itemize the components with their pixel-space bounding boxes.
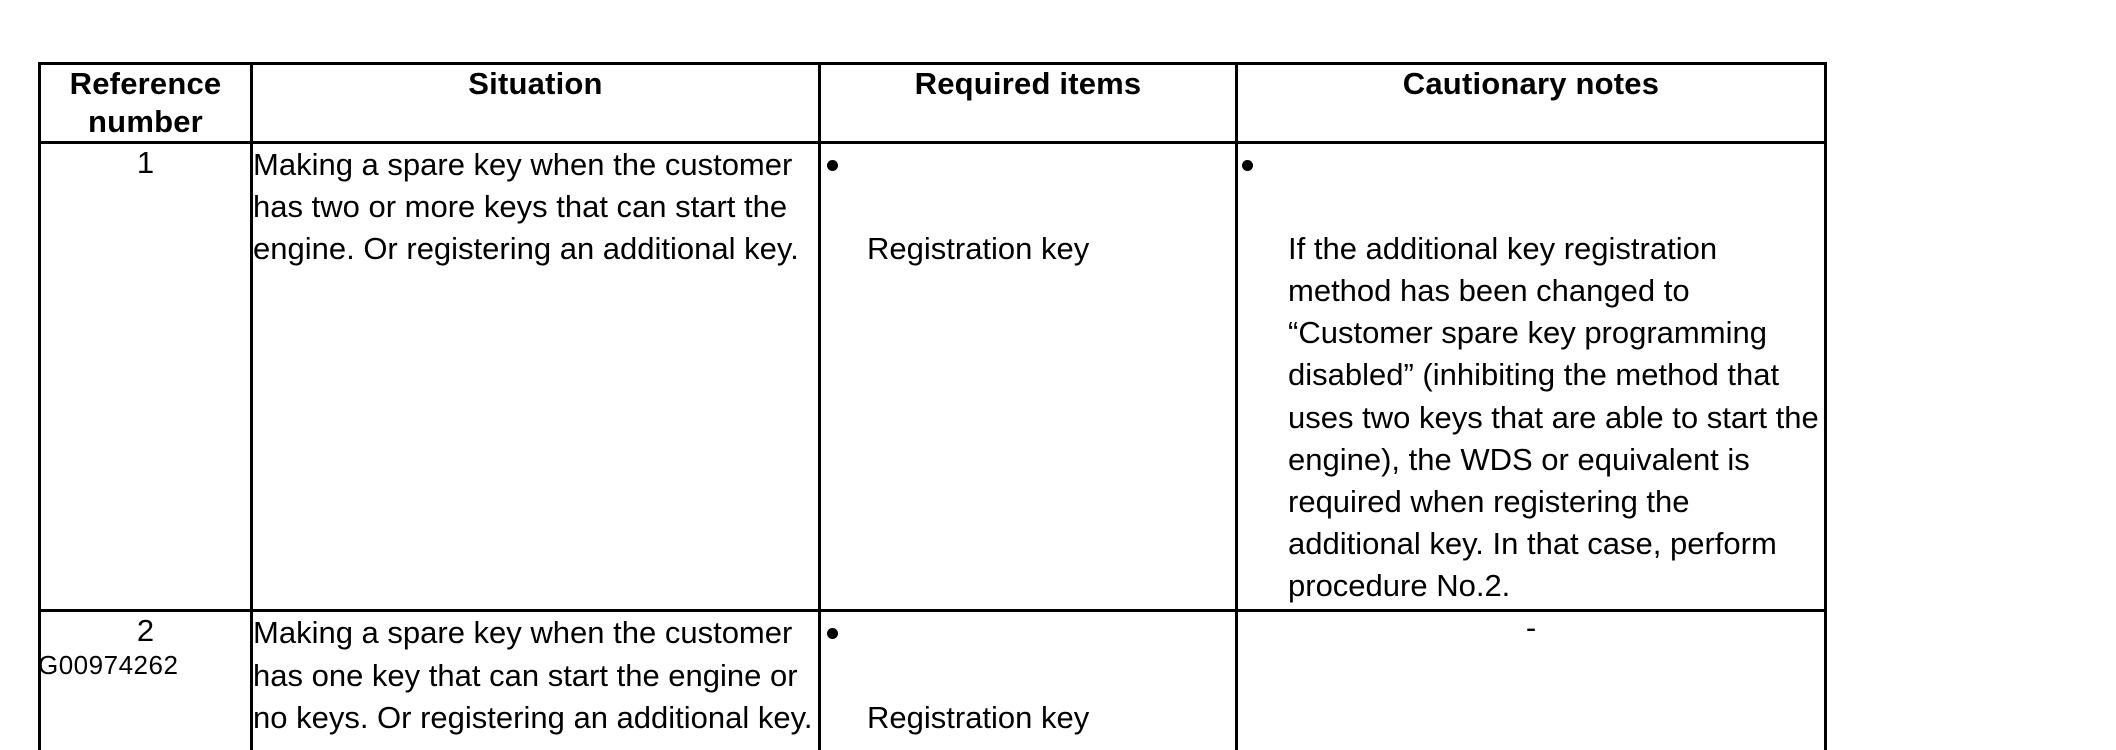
- list-item: WDS or equivalent: [821, 741, 1235, 750]
- situation-text: Making a spare key when the customer has…: [253, 146, 799, 266]
- cell-cautionary-notes: -: [1235, 609, 1827, 750]
- table-header: Reference number Situation Required item…: [38, 62, 1827, 144]
- empty-value-dash: -: [1525, 610, 1537, 646]
- bullet-icon: [827, 628, 838, 640]
- required-items-list: Registration key WDS or equivalent: [821, 612, 1235, 750]
- cell-required-items: Registration key: [818, 140, 1238, 613]
- bullet-icon: [1242, 159, 1253, 171]
- table-header-row: Reference number Situation Required item…: [38, 62, 1827, 144]
- required-items-list: Registration key: [821, 144, 1235, 270]
- list-item: Registration key: [821, 144, 1235, 270]
- list-item: Registration key: [821, 612, 1235, 738]
- cell-reference-number: 1: [38, 140, 253, 613]
- cell-required-items: Registration key WDS or equivalent: [818, 609, 1238, 750]
- cell-situation: Making a spare key when the customer has…: [250, 140, 821, 613]
- cautionary-notes-list: If the additional key registration metho…: [1238, 144, 1824, 608]
- table-row: 1 Making a spare key when the customer h…: [38, 140, 1827, 613]
- table-body: 1 Making a spare key when the customer h…: [38, 140, 1827, 750]
- column-header-reference-number: Reference number: [38, 62, 253, 144]
- bullet-icon: [827, 159, 838, 171]
- figure-code: G00974262: [38, 650, 179, 680]
- situation-text: Making a spare key when the customer has…: [253, 615, 813, 735]
- list-item: If the additional key registration metho…: [1238, 144, 1824, 608]
- column-header-cautionary-notes: Cautionary notes: [1235, 62, 1827, 144]
- cell-reference-number: 2: [38, 609, 253, 750]
- column-header-situation: Situation: [250, 62, 821, 144]
- reference-table-container: Reference number Situation Required item…: [38, 62, 1827, 750]
- table-row: 2 Making a spare key when the customer h…: [38, 609, 1827, 750]
- key-registration-reference-table: Reference number Situation Required item…: [38, 62, 1827, 750]
- list-item-label: Registration key: [867, 230, 1090, 266]
- column-header-required-items: Required items: [818, 62, 1238, 144]
- cell-situation: Making a spare key when the customer has…: [250, 609, 821, 750]
- list-item-label: Registration key: [867, 699, 1090, 735]
- cell-cautionary-notes: If the additional key registration metho…: [1235, 140, 1827, 613]
- list-item-label: If the additional key registration metho…: [1288, 230, 1819, 604]
